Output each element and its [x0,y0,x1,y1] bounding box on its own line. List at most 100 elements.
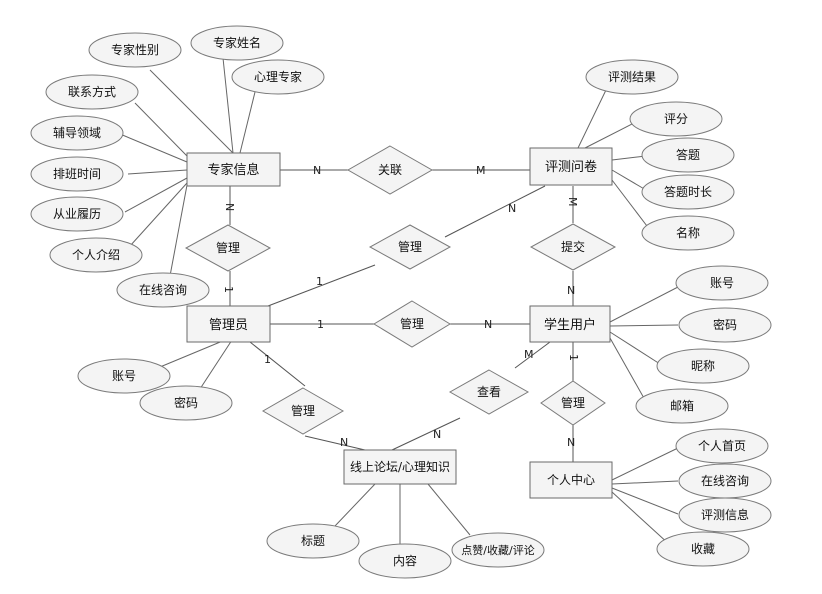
relationship-submit-label: 提交 [561,239,585,254]
cardinality-expert-associate: N [313,164,321,177]
relationship-manage-student: 管理 [373,300,451,348]
cardinality-admin-manage-forum: 1 [264,353,271,366]
cardinality-view-student: M [524,348,534,361]
attribute-center-homepage-label: 个人首页 [698,439,746,453]
cardinality-manage-forum: N [340,436,348,449]
attribute-center-assessment: 评测信息 [678,497,772,533]
relationship-manage-forum: 管理 [261,387,345,435]
attribute-expert-career-label: 从业履历 [53,207,101,221]
attribute-forum-content-label: 内容 [393,553,417,568]
attribute-center-favorites-label: 收藏 [691,542,715,556]
attribute-student-nickname-label: 昵称 [691,359,715,373]
cardinality-manage-admin: 1 [222,286,235,293]
attribute-questionnaire-answer: 答题 [641,137,735,173]
attribute-forum-content: 内容 [358,543,452,579]
attribute-expert-psychologist: 心理专家 [231,59,325,95]
entity-personal-center: 个人中心 [529,461,613,499]
entity-questionnaire: 评测问卷 [529,147,613,186]
cardinality-expert-manage: N [223,203,236,211]
attribute-forum-title: 标题 [266,523,360,559]
attribute-expert-name: 专家姓名 [190,25,284,61]
attribute-expert-field: 辅导领域 [30,115,124,151]
cardinality-admin-manage-questionnaire: 1 [316,275,323,288]
attribute-expert-schedule: 排班时间 [30,156,124,192]
entity-forum-label: 线上论坛/心理知识 [350,460,450,474]
attribute-admin-password-label: 密码 [174,395,198,410]
relationship-associate-label: 关联 [378,163,402,177]
relationship-manage-student-label: 管理 [400,316,424,331]
cardinality-manage-questionnaire: N [508,202,516,215]
entity-forum: 线上论坛/心理知识 [343,449,457,485]
attribute-admin-account: 账号 [77,358,171,394]
cardinality-forum-view: N [433,428,441,441]
relationship-connectors [229,169,574,462]
entity-personal-center-label: 个人中心 [547,472,595,487]
relationship-manage-expert: 管理 [184,224,272,272]
attribute-expert-career: 从业履历 [30,196,124,232]
attribute-questionnaire-result-label: 评测结果 [608,70,656,84]
cardinality-student-manage-center: 1 [567,354,580,361]
attribute-admin-account-label: 账号 [112,369,136,383]
attribute-questionnaire-result: 评测结果 [585,59,679,95]
attribute-student-email-label: 邮箱 [670,398,694,413]
attribute-expert-intro-label: 个人介绍 [72,248,120,262]
cardinality-questionnaire-submit: M [566,197,579,207]
attribute-questionnaire-score: 评分 [629,101,723,137]
attribute-connectors [119,57,679,546]
attribute-expert-intro: 个人介绍 [49,237,143,273]
entity-questionnaire-label: 评测问卷 [545,159,597,175]
entity-expert: 专家信息 [186,152,281,187]
cardinality-manage-student: N [484,318,492,331]
attribute-student-password: 密码 [678,307,772,343]
entity-admin-label: 管理员 [209,318,248,333]
relationship-view: 查看 [448,369,530,415]
relationship-manage-expert-label: 管理 [216,240,240,255]
attribute-questionnaire-name-label: 名称 [676,225,700,240]
cardinality-labels: N M N 1 1 N 1 N 1 N M N N M 1 N [222,164,580,449]
attribute-expert-consult: 在线咨询 [116,272,210,308]
attribute-center-consult: 在线咨询 [678,463,772,499]
relationship-manage-center-label: 管理 [561,395,585,410]
attribute-expert-schedule-label: 排班时间 [53,167,101,181]
attribute-center-assessment-label: 评测信息 [701,507,749,522]
attribute-questionnaire-duration: 答题时长 [641,174,735,210]
relationship-submit: 提交 [529,223,617,271]
attribute-expert-consult-label: 在线咨询 [139,282,187,297]
attribute-expert-gender-label: 专家性别 [111,42,159,57]
cardinality-submit-student: N [567,284,575,297]
relationship-manage-forum-label: 管理 [291,403,315,418]
attribute-center-consult-label: 在线咨询 [701,473,749,488]
attribute-questionnaire-score-label: 评分 [664,112,688,126]
cardinality-admin-manage-student: 1 [317,318,324,331]
cardinality-manage-center: N [567,436,575,449]
cardinality-associate-questionnaire: M [476,164,486,177]
attribute-expert-contact: 联系方式 [45,74,139,110]
attribute-center-homepage: 个人首页 [675,428,769,464]
attribute-questionnaire-answer-label: 答题 [676,147,700,162]
attribute-expert-contact-label: 联系方式 [68,84,116,99]
attribute-student-account: 账号 [675,265,769,301]
entity-student: 学生用户 [529,305,611,343]
attribute-student-account-label: 账号 [710,276,734,290]
entity-expert-label: 专家信息 [207,162,259,178]
entity-admin: 管理员 [186,305,271,343]
attribute-center-favorites: 收藏 [656,531,750,567]
relationship-associate: 关联 [346,145,434,195]
attribute-student-nickname: 昵称 [656,348,750,384]
attribute-questionnaire-name: 名称 [641,215,735,251]
attribute-admin-password: 密码 [139,385,233,421]
attribute-student-password-label: 密码 [713,317,737,332]
relationship-manage-questionnaire: 管理 [368,224,452,270]
attribute-expert-psychologist-label: 心理专家 [254,69,302,84]
attribute-forum-interactions: 点赞/收藏/评论 [451,532,545,568]
relationship-view-label: 查看 [477,385,501,399]
attribute-expert-name-label: 专家姓名 [213,35,261,50]
attribute-questionnaire-duration-label: 答题时长 [664,184,712,199]
relationship-manage-questionnaire-label: 管理 [398,239,422,254]
attribute-student-email: 邮箱 [635,388,729,424]
attribute-forum-title-label: 标题 [301,534,325,548]
entity-student-label: 学生用户 [544,317,596,333]
attribute-expert-field-label: 辅导领域 [53,126,101,140]
relationship-manage-center: 管理 [540,380,606,426]
